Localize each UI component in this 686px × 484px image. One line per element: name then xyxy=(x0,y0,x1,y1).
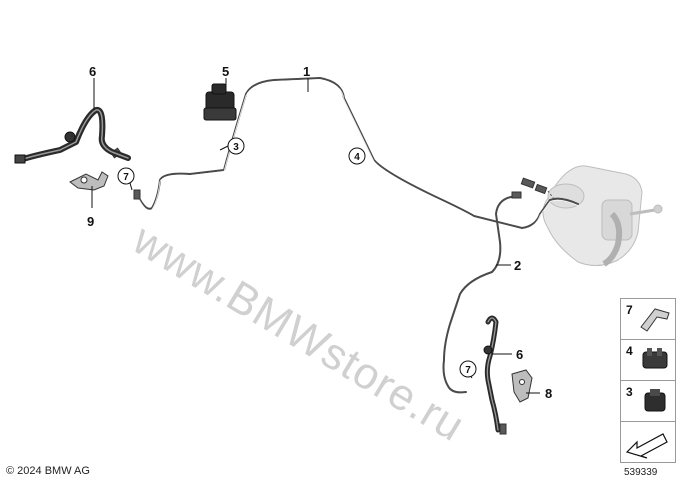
legend-number: 3 xyxy=(626,385,633,399)
connection-dash xyxy=(547,190,555,200)
copyright-text: © 2024 BMW AG xyxy=(6,465,90,477)
callout-3: 3 xyxy=(233,142,239,153)
brake-hose-left xyxy=(14,106,131,164)
pipe-clip-icon xyxy=(642,348,668,369)
callout-2: 2 xyxy=(514,258,521,273)
callout-4: 4 xyxy=(354,152,360,163)
callout-6-right: 6 xyxy=(516,347,523,362)
line-end-fittings xyxy=(110,147,548,435)
callout-6-left: 6 xyxy=(89,64,96,79)
circled-callout-4: 4 xyxy=(348,147,366,165)
legend-number: 4 xyxy=(626,344,633,358)
circled-callout-7-right: 7 xyxy=(459,360,477,378)
callout-5: 5 xyxy=(222,64,229,79)
legend-item-3: 3 xyxy=(620,380,676,422)
callout-1: 1 xyxy=(303,64,310,79)
leader-lines xyxy=(91,78,540,394)
pressure-block-5 xyxy=(203,83,237,121)
legend-arrow-cell xyxy=(620,421,676,463)
holder-icon xyxy=(644,389,666,412)
bracket-8 xyxy=(511,369,533,403)
diagram-id: 539339 xyxy=(624,467,658,478)
callout-7-left: 7 xyxy=(123,172,129,183)
brake-line-1 xyxy=(137,77,579,230)
view-arrow-icon xyxy=(625,433,668,459)
callout-9: 9 xyxy=(87,214,94,229)
brake-line-2 xyxy=(442,195,521,394)
legend-item-7: 7 xyxy=(620,298,676,340)
bracket-9 xyxy=(69,171,109,191)
callout-7-right: 7 xyxy=(465,365,471,376)
legend-item-4: 4 xyxy=(620,339,676,381)
callout-8: 8 xyxy=(545,386,552,401)
legend-number: 7 xyxy=(626,303,633,317)
circled-callout-7-left: 7 xyxy=(117,167,135,185)
brake-master-cylinder-ghost xyxy=(542,165,663,267)
parts-legend: 7 4 3 xyxy=(620,298,676,463)
clip-icon xyxy=(640,308,670,332)
brake-hose-right xyxy=(483,315,501,433)
circled-callout-3: 3 xyxy=(227,137,245,155)
